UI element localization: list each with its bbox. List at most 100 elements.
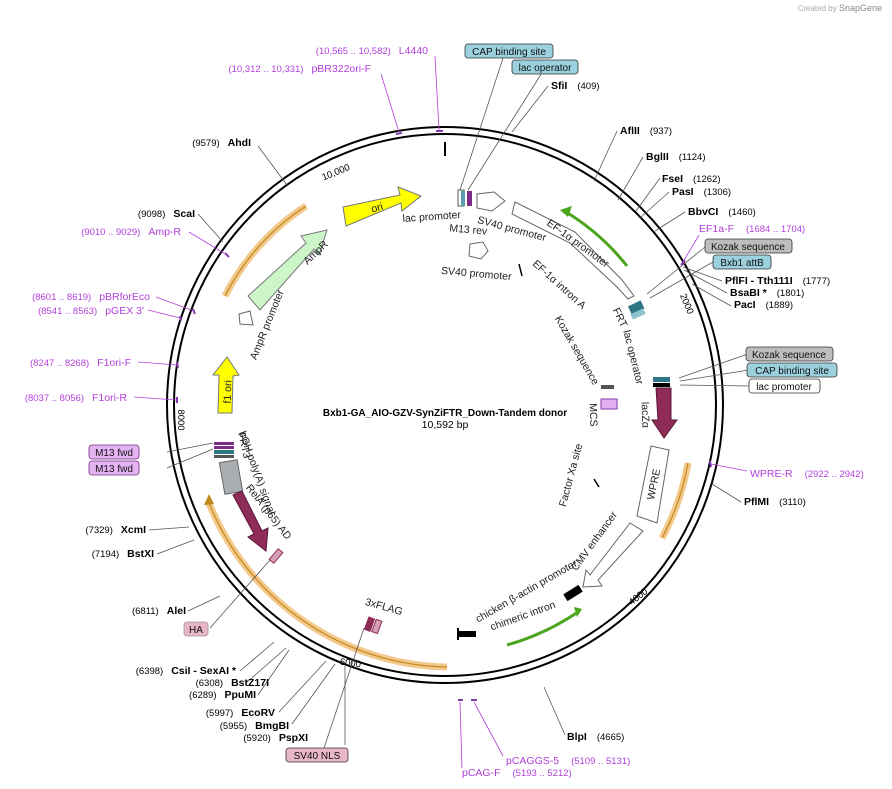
primer-tick-f1ori-f	[176, 361, 179, 369]
box-m13-2: M13 fwd	[95, 464, 133, 475]
primer-f1ori-r-name: F1ori-R	[92, 392, 127, 404]
primer-l4440-name: L4440	[399, 45, 428, 57]
box-lacop-top-bg	[511, 59, 579, 75]
primer-ampr-name: Amp-R	[148, 226, 181, 238]
site-ppumi-pos: (6289)	[189, 690, 216, 701]
primer-leader-pcaggs	[473, 701, 504, 757]
primer-pcag-pos: (5193 .. 5212)	[513, 768, 572, 779]
primer-l4440-pos: (10,565 .. 10,582)	[316, 46, 391, 57]
frt-block	[627, 300, 645, 315]
backbone-outer	[166, 126, 724, 684]
watermark-prefix: Created by	[797, 4, 837, 13]
box-kozak-r1: Kozak sequence	[711, 242, 785, 253]
primer-f1ori-f: (8247 .. 8268)F1ori-F	[30, 357, 131, 369]
rela-highlight-arrowhead	[204, 494, 214, 505]
site-bglii-pos: (1124)	[679, 152, 706, 163]
leader-xcmi	[148, 526, 190, 531]
box-lacprom-r-bg	[748, 378, 821, 394]
primer-leader-pcag	[459, 701, 463, 769]
leader-bxb1	[649, 261, 714, 299]
site-paci-pos: (1889)	[766, 300, 793, 311]
ori-arrow	[342, 186, 422, 227]
primer-leader-ampr	[188, 231, 228, 256]
primer-labels: (10,565 .. 10,582) L4440 (10,312 .. 10,33…	[25, 45, 864, 779]
site-bbvci: BbvCI(1460)	[688, 206, 756, 218]
lacz-alpha-arrow	[651, 387, 678, 439]
leader-pasi	[639, 191, 670, 219]
site-pasi: PasI(1306)	[672, 186, 731, 198]
watermark-brand: SnapGene	[838, 3, 882, 13]
primer-leader-ef1a	[682, 234, 700, 263]
sv40-promoter-inner-label: SV40 promoter	[441, 265, 513, 283]
ampr-promoter-arrow	[238, 310, 254, 326]
site-csii: (6398)CsiI - SexAI *	[136, 665, 237, 677]
site-pflfi-name: PflFI - Tth111I	[725, 275, 793, 287]
mcs-label: MCS	[587, 403, 600, 427]
site-alei-name: AleI	[167, 605, 186, 617]
bxb1-attb-block	[630, 308, 646, 320]
factor-xa-mark	[593, 478, 600, 488]
site-bstxi-name: BstXI	[127, 548, 154, 560]
site-fsei: FseI(1262)	[662, 173, 720, 185]
leader-paci	[691, 283, 732, 307]
primer-f1ori-r: (8037 .. 8056) F1ori-R	[25, 392, 128, 404]
site-ahdi: (9579)AhdI	[192, 137, 251, 149]
leader-ahdi	[257, 145, 288, 186]
primer-pbr322: (10,312 .. 10,331)pBR322ori-F	[228, 63, 371, 75]
leader-lacprom-r	[679, 384, 750, 387]
box-sv40nls: SV40 NLS	[294, 751, 341, 762]
leader-m13-2	[166, 448, 214, 469]
primer-leaders	[133, 55, 748, 769]
site-scai-pos: (9098)	[138, 209, 165, 220]
plasmid-name: Bxb1-GA_AIO-GZV-SynZiFTR_Down-Tandem don…	[323, 408, 567, 419]
kozak-inner-block	[601, 385, 614, 389]
primer-leader-pbrforeco	[155, 296, 195, 312]
site-aflii-name: AflII	[620, 125, 640, 137]
site-ppumi-name: PpuMI	[225, 689, 257, 701]
sv40-promoter-inner-arrow	[468, 241, 489, 260]
box-lacprom-r: lac promoter	[756, 382, 812, 393]
primer-tick-pbrforeco	[192, 308, 196, 315]
box-bxb1: Bxb1 attB	[720, 258, 764, 269]
leader-cap-r	[679, 369, 750, 382]
site-ecorv-name: EcoRV	[241, 707, 275, 719]
ef1a-intron-mark	[518, 263, 523, 277]
intron-green-arc	[506, 610, 579, 647]
lac-promoter-label: lac promoter	[402, 209, 462, 225]
primer-l4440: (10,565 .. 10,582) L4440	[316, 45, 428, 57]
site-sfii-pos: (409)	[577, 81, 599, 92]
site-blpi: BlpI(4665)	[567, 731, 624, 743]
site-alei: (6811)AleI	[132, 605, 186, 617]
site-bbvci-name: BbvCI	[688, 206, 718, 218]
site-bglii: BglII(1124)	[646, 151, 706, 163]
wpre-highlight-arc	[658, 462, 692, 540]
bgh-block-2	[214, 446, 234, 449]
site-bstz17i-name: BstZ17I	[231, 677, 269, 689]
leader-kozak-r1	[646, 246, 706, 295]
cap-binding-block	[461, 191, 465, 206]
primer-wpre-pos: (2922 .. 2942)	[805, 469, 864, 480]
rela-arrow	[232, 490, 269, 552]
primer-pgex-pos: (8541 .. 8563)	[38, 306, 97, 317]
leader-cap-top	[459, 51, 506, 191]
primer-pgex: (8541 .. 8563)pGEX 3'	[38, 305, 144, 317]
lac-operator-inner-label: lac operator	[620, 329, 645, 386]
primer-pcag-name: pCAG-F	[462, 767, 501, 779]
f1-ori-arrow	[211, 356, 240, 414]
primer-leader-f1ori-r	[133, 396, 177, 401]
site-pflfi-pos: (1777)	[803, 276, 830, 287]
site-pasi-name: PasI	[672, 186, 694, 198]
snapgene-watermark: Created by SnapGene	[798, 3, 882, 13]
primer-f1ori-f-name: F1ori-F	[97, 357, 131, 369]
leader-sv40nls	[323, 627, 365, 749]
cmv-enhancer-arrow	[582, 522, 644, 588]
site-ahdi-pos: (9579)	[192, 138, 219, 149]
primer-f1ori-r-pos: (8037 .. 8056)	[25, 393, 84, 404]
tick-8000: 8000	[175, 409, 186, 430]
leader-kozak-r2	[678, 353, 749, 379]
primer-wpre-name: WPRE-R	[750, 468, 793, 480]
primer-ef1a: EF1a-F(1684 .. 1704)	[699, 223, 805, 235]
3xflag-block-2	[371, 618, 383, 635]
site-paci: PacI(1889)	[734, 299, 793, 311]
